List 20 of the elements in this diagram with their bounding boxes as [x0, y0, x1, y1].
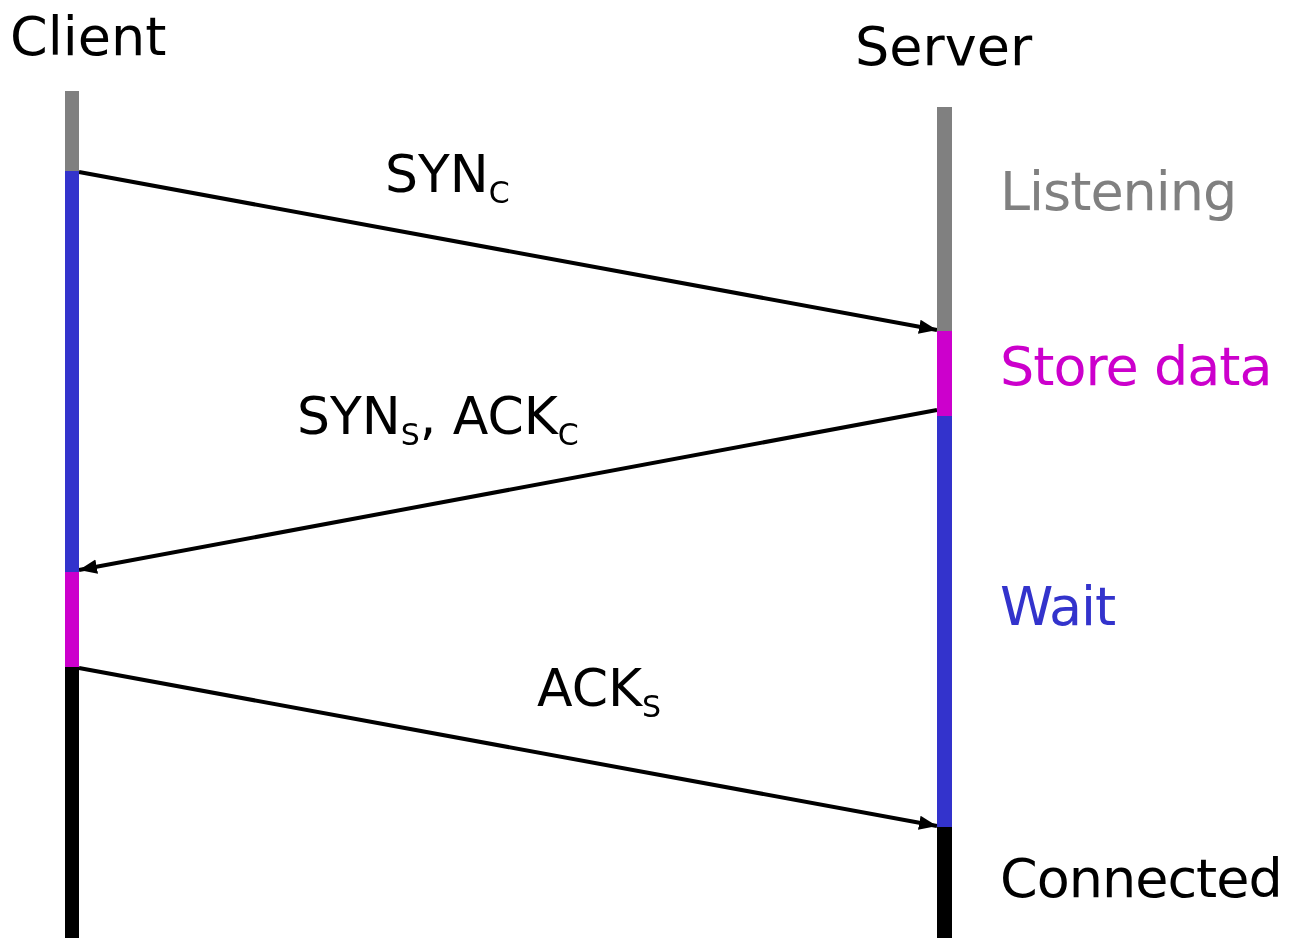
- lifeline-segment: [937, 416, 952, 827]
- lifeline-segment: [65, 171, 79, 572]
- state-label: Connected: [1000, 852, 1282, 906]
- message-arrow: [78, 666, 938, 830]
- edge-label: SYN$_{S}$, ACK$_{C}$: [297, 390, 579, 451]
- lifeline-segment: [65, 91, 79, 171]
- lifeline-segment: [937, 827, 952, 938]
- lifeline-segment: [65, 667, 79, 938]
- lifeline-segment: [65, 572, 79, 667]
- participant-name: Client: [10, 10, 167, 64]
- edge-label: SYN$_{C}$: [385, 148, 510, 209]
- state-label: Store data: [1000, 340, 1272, 394]
- participant-name: Server: [855, 20, 1033, 74]
- state-label: Wait: [1000, 580, 1116, 634]
- lifeline-segment: [937, 331, 952, 416]
- lifeline-segment: [937, 107, 952, 331]
- state-label: Listening: [1000, 165, 1237, 219]
- message-arrow: [78, 170, 938, 334]
- edge-label: ACK$_{S}$: [537, 662, 662, 723]
- message-arrow: [78, 408, 938, 574]
